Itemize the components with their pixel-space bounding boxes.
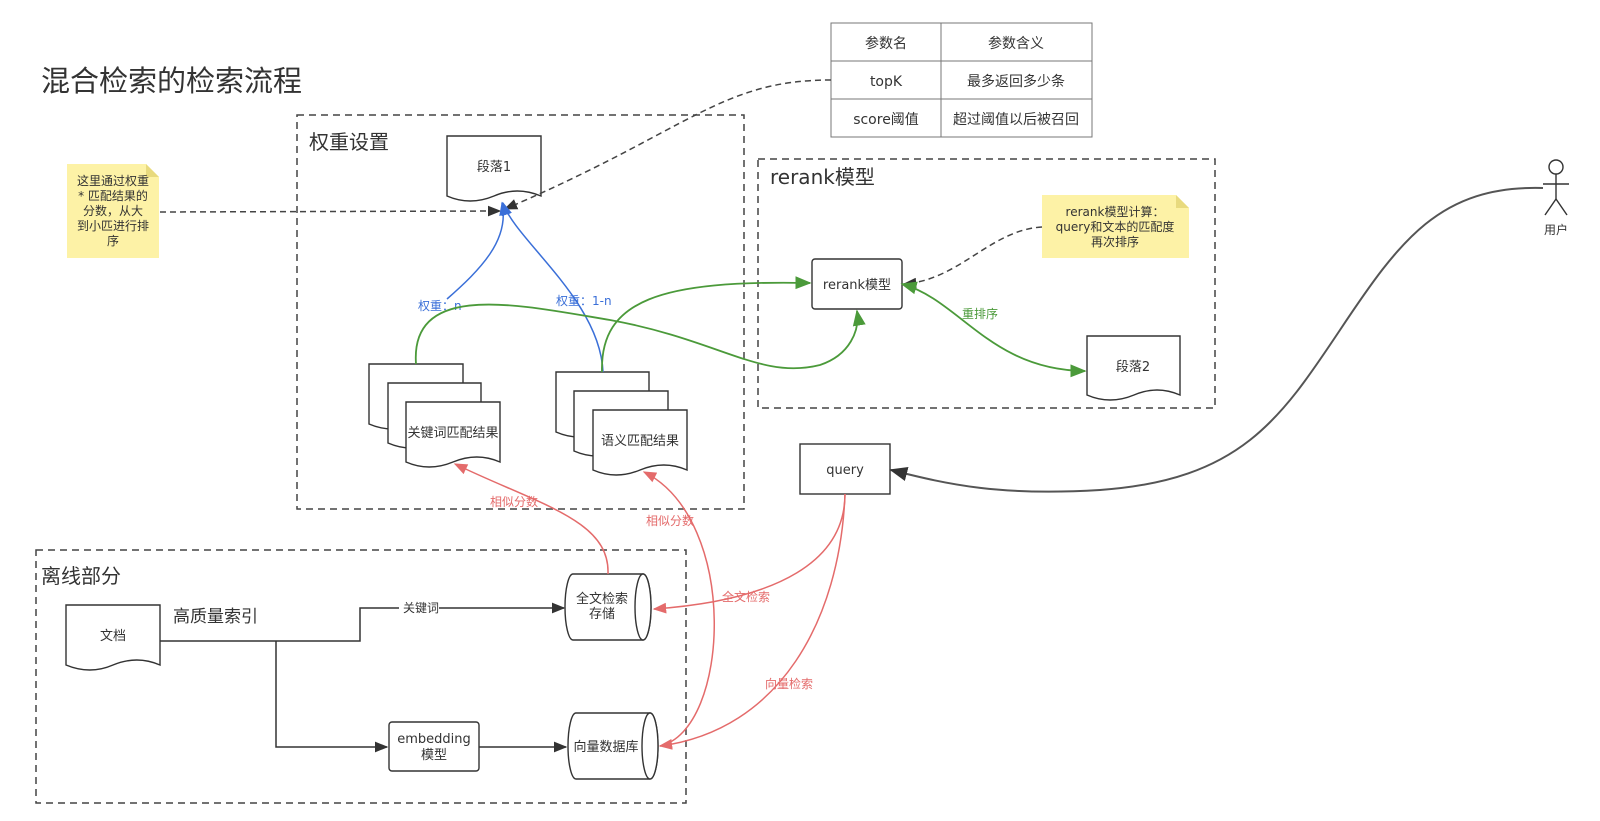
user-actor[interactable]: 用户 bbox=[1543, 159, 1569, 237]
rerank-sort-edge bbox=[900, 281, 1087, 378]
svg-text:文档: 文档 bbox=[100, 629, 126, 644]
svg-text:段落1: 段落1 bbox=[477, 160, 511, 175]
svg-text:存储: 存储 bbox=[589, 607, 615, 622]
sim-score-label-1: 相似分数 bbox=[490, 494, 538, 509]
semantic-weight-edge bbox=[501, 201, 604, 373]
note-to-rerank-edge bbox=[902, 226, 1043, 289]
keyword-to-rerank-edge bbox=[415, 303, 866, 370]
semantic-to-rerank-edge bbox=[601, 276, 812, 373]
high-quality-index-label: 高质量索引 bbox=[173, 607, 258, 627]
table-header-meaning: 参数含义 bbox=[988, 35, 1044, 52]
svg-text:query和文本的匹配度: query和文本的匹配度 bbox=[1056, 219, 1175, 234]
user-to-query-edge bbox=[889, 186, 1544, 493]
svg-text:序: 序 bbox=[107, 233, 119, 248]
group-offline bbox=[35, 549, 687, 804]
table-cell: 最多返回多少条 bbox=[967, 73, 1065, 90]
query-node[interactable]: query bbox=[799, 443, 891, 495]
paragraph1-node[interactable]: 段落1 bbox=[446, 135, 542, 202]
rerank-note: rerank模型计算： query和文本的匹配度 再次排序 bbox=[1042, 195, 1189, 258]
svg-text:分数，从大: 分数，从大 bbox=[83, 203, 143, 218]
document-node[interactable]: 文档 bbox=[65, 604, 161, 671]
rerank-sort-label: 重排序 bbox=[962, 306, 998, 321]
weight-n-label: 权重：n bbox=[418, 299, 462, 313]
weight-note: 这里通过权重 * 匹配结果的 分数，从大 到小匹进行排 序 bbox=[67, 164, 159, 258]
embedding-model-node[interactable]: embedding 模型 bbox=[388, 721, 480, 772]
keyword-weight-edge bbox=[446, 201, 510, 300]
svg-text:到小匹进行排: 到小匹进行排 bbox=[77, 219, 149, 233]
svg-text:模型: 模型 bbox=[421, 748, 447, 763]
table-cell: score阈值 bbox=[853, 112, 919, 128]
svg-text:全文检索: 全文检索 bbox=[576, 591, 628, 607]
table-header-name: 参数名 bbox=[865, 35, 907, 52]
page-title: 混合检索的检索流程 bbox=[41, 64, 302, 98]
fulltext-search-edge bbox=[652, 493, 846, 614]
table-cell: topK bbox=[870, 74, 903, 90]
svg-text:再次排序: 再次排序 bbox=[1091, 234, 1139, 249]
group-weights-label: 权重设置 bbox=[309, 130, 389, 154]
table-cell: 超过阈值以后被召回 bbox=[953, 112, 1079, 128]
table-to-paragraph1-edge bbox=[503, 79, 832, 210]
svg-text:关键词匹配结果: 关键词匹配结果 bbox=[407, 426, 498, 441]
svg-text:rerank模型: rerank模型 bbox=[823, 278, 891, 293]
vector-to-semantic-edge bbox=[642, 471, 715, 747]
sim-score-label-2: 相似分数 bbox=[646, 513, 694, 528]
svg-text:query: query bbox=[826, 463, 864, 478]
doc-to-embedding-edge bbox=[275, 641, 389, 753]
vector-search-label: 向量检索 bbox=[765, 676, 813, 691]
svg-text:* 匹配结果的: * 匹配结果的 bbox=[78, 188, 148, 203]
note-to-paragraph1-edge bbox=[159, 205, 502, 217]
vector-search-edge bbox=[658, 493, 846, 750]
svg-text:向量数据库: 向量数据库 bbox=[573, 739, 638, 755]
fulltext-search-label: 全文检索 bbox=[722, 589, 770, 604]
svg-text:这里通过权重: 这里通过权重 bbox=[77, 173, 149, 188]
svg-text:embedding: embedding bbox=[397, 732, 471, 747]
keyword-results-node[interactable]: 关键词匹配结果 bbox=[368, 363, 501, 468]
group-rerank-label: rerank模型 bbox=[770, 165, 875, 189]
svg-text:用户: 用户 bbox=[1544, 222, 1568, 237]
svg-text:rerank模型计算：: rerank模型计算： bbox=[1066, 204, 1165, 219]
semantic-results-node[interactable]: 语义匹配结果 bbox=[555, 371, 688, 476]
paragraph2-node[interactable]: 段落2 bbox=[1086, 335, 1181, 401]
svg-text:段落2: 段落2 bbox=[1116, 360, 1150, 375]
weight-1n-label: 权重：1-n bbox=[556, 294, 612, 308]
rerank-model-node[interactable]: rerank模型 bbox=[811, 258, 903, 310]
vector-db-node[interactable]: 向量数据库 bbox=[567, 712, 659, 780]
keyword-edge-label: 关键词 bbox=[403, 601, 439, 615]
group-offline-label: 离线部分 bbox=[41, 564, 121, 588]
params-table: 参数名 参数含义 topK 最多返回多少条 score阈值 超过阈值以后被召回 bbox=[830, 22, 1093, 138]
doc-to-fulltext-edge bbox=[160, 602, 566, 642]
svg-text:语义匹配结果: 语义匹配结果 bbox=[601, 434, 679, 449]
fulltext-store-node[interactable]: 全文检索 存储 bbox=[564, 573, 652, 641]
fulltext-to-keyword-edge bbox=[453, 463, 609, 575]
